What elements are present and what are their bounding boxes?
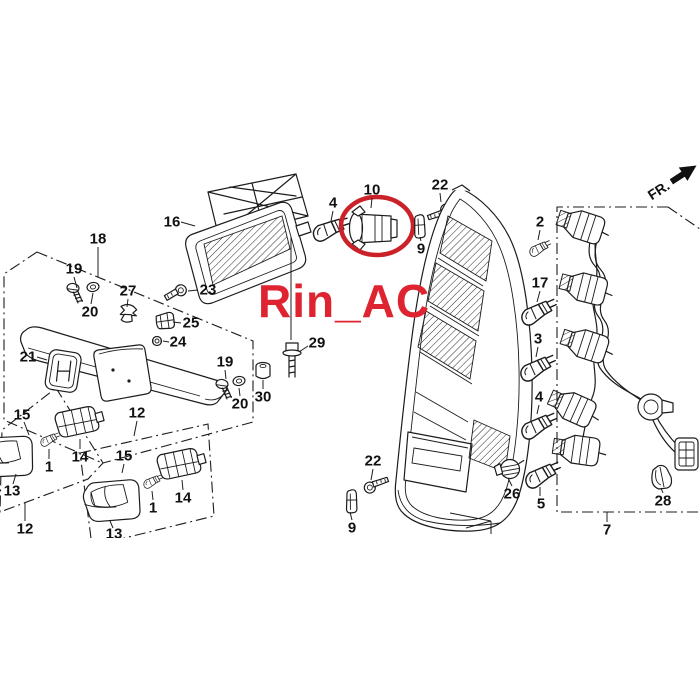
socket-10 (348, 205, 398, 251)
harness-grommet (637, 393, 674, 421)
tail-light-unit (394, 184, 533, 532)
part-label-14: 14 (175, 490, 192, 507)
harness-connector (674, 437, 699, 471)
part-label-22: 22 (365, 453, 382, 470)
clip-9-lower (343, 488, 361, 515)
part-label-15: 15 (14, 407, 31, 424)
bulb-1b (142, 474, 165, 490)
part-label-19: 19 (217, 354, 234, 371)
license-garnish-18 (19, 326, 228, 406)
license-lamp-group1-boundary (0, 387, 104, 513)
stop-light-16 (185, 173, 312, 305)
part-label-23: 23 (200, 282, 217, 299)
fr-direction-arrow: FR. (645, 165, 697, 203)
lamp-housing-13b (81, 476, 144, 526)
harness-group-boundary (556, 206, 700, 513)
fr-arrow-icon (669, 165, 697, 185)
part-label-10: 10 (364, 182, 381, 199)
bulb-2 (527, 240, 554, 258)
part-label-20: 20 (232, 396, 249, 413)
image-crop-mask (0, 538, 700, 700)
part-label-30: 30 (255, 389, 272, 406)
leader-lines (12, 192, 664, 534)
screw-19a (64, 282, 86, 304)
part-label-22: 22 (432, 177, 449, 194)
part-label-24: 24 (170, 334, 187, 351)
part-label-4: 4 (329, 195, 338, 212)
watermark-text: Rin_AC (258, 275, 430, 327)
nut-24 (151, 335, 163, 347)
lamp-socket-14a (53, 404, 107, 439)
screw-23 (163, 284, 187, 301)
washer-20b (232, 375, 246, 387)
part-label-13: 13 (4, 483, 21, 500)
fr-label: FR. (645, 177, 673, 203)
part-label-17: 17 (532, 275, 549, 292)
clip-9-middle (411, 213, 429, 240)
socket-26 (493, 458, 525, 480)
part-label-1: 1 (149, 500, 157, 517)
part-label-12: 12 (17, 521, 34, 538)
part-label-3: 3 (534, 331, 542, 348)
part-label-19: 19 (66, 261, 83, 278)
part-label-27: 27 (120, 283, 137, 300)
grommet-30 (255, 361, 271, 380)
part-label-14: 14 (72, 449, 89, 466)
part-label-18: 18 (90, 231, 107, 248)
screw-22-lower (363, 474, 390, 496)
part-label-29: 29 (309, 335, 326, 352)
highlight-ellipse (338, 194, 416, 258)
license-lamp-group2-boundary (79, 423, 215, 547)
part-label-21: 21 (20, 349, 37, 366)
bolt-29 (282, 342, 302, 378)
part-label-25: 25 (183, 315, 200, 332)
wire-harness-7 (543, 204, 699, 471)
grommet-25 (155, 311, 176, 330)
part-label-9: 9 (417, 241, 425, 258)
bulb-1a (39, 432, 62, 448)
part-label-1: 1 (45, 459, 53, 476)
part-label-26: 26 (504, 486, 521, 503)
part-label-28: 28 (655, 493, 672, 510)
part-label-20: 20 (82, 304, 99, 321)
part-label-4: 4 (535, 389, 544, 406)
washer-20a (86, 281, 100, 293)
clip-28 (651, 464, 673, 490)
lamp-socket-14b (155, 446, 209, 481)
part-label-7: 7 (603, 522, 611, 539)
clip-27 (119, 303, 138, 323)
part-label-16: 16 (164, 214, 181, 231)
lamp-housing-13a (0, 432, 36, 481)
part-label-5: 5 (537, 496, 545, 513)
part-label-12: 12 (129, 405, 146, 422)
part-label-9: 9 (348, 520, 356, 537)
part-label-15: 15 (116, 448, 133, 465)
part-label-2: 2 (536, 214, 544, 231)
h-emblem-21 (44, 349, 82, 393)
